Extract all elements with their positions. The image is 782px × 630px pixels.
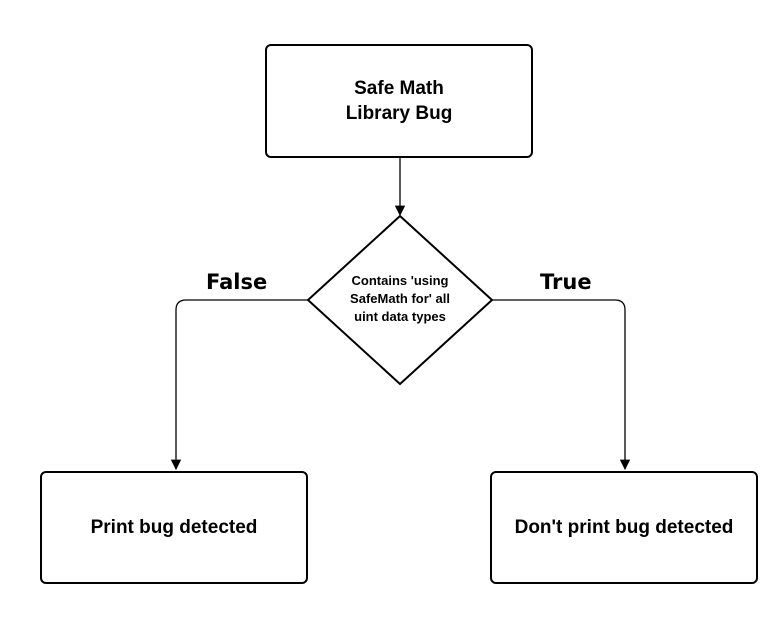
decision-diamond	[306, 214, 494, 386]
start-node-line-1: Safe Math	[354, 78, 444, 99]
false-result-node: Print bug detected	[40, 471, 308, 584]
true-result-node: Don't print bug detected	[490, 471, 758, 584]
edge-decision-to-true	[492, 299, 631, 471]
true-result-text: Don't print bug detected	[514, 516, 734, 538]
decision-line-2: SafeMath for' all	[350, 291, 450, 306]
decision-line-3: uint data types	[354, 309, 446, 324]
true-branch-label: True	[540, 270, 592, 294]
start-node-line-2: Library Bug	[345, 103, 453, 124]
edge-decision-to-false	[170, 299, 308, 471]
decision-line-1: Contains 'using	[351, 273, 449, 288]
decision-node-text: Contains 'using SafeMath for' all uint d…	[330, 272, 470, 326]
start-node: Safe Math Library Bug	[265, 44, 533, 158]
false-branch-label: False	[206, 270, 268, 294]
false-result-text: Print bug detected	[90, 516, 258, 538]
